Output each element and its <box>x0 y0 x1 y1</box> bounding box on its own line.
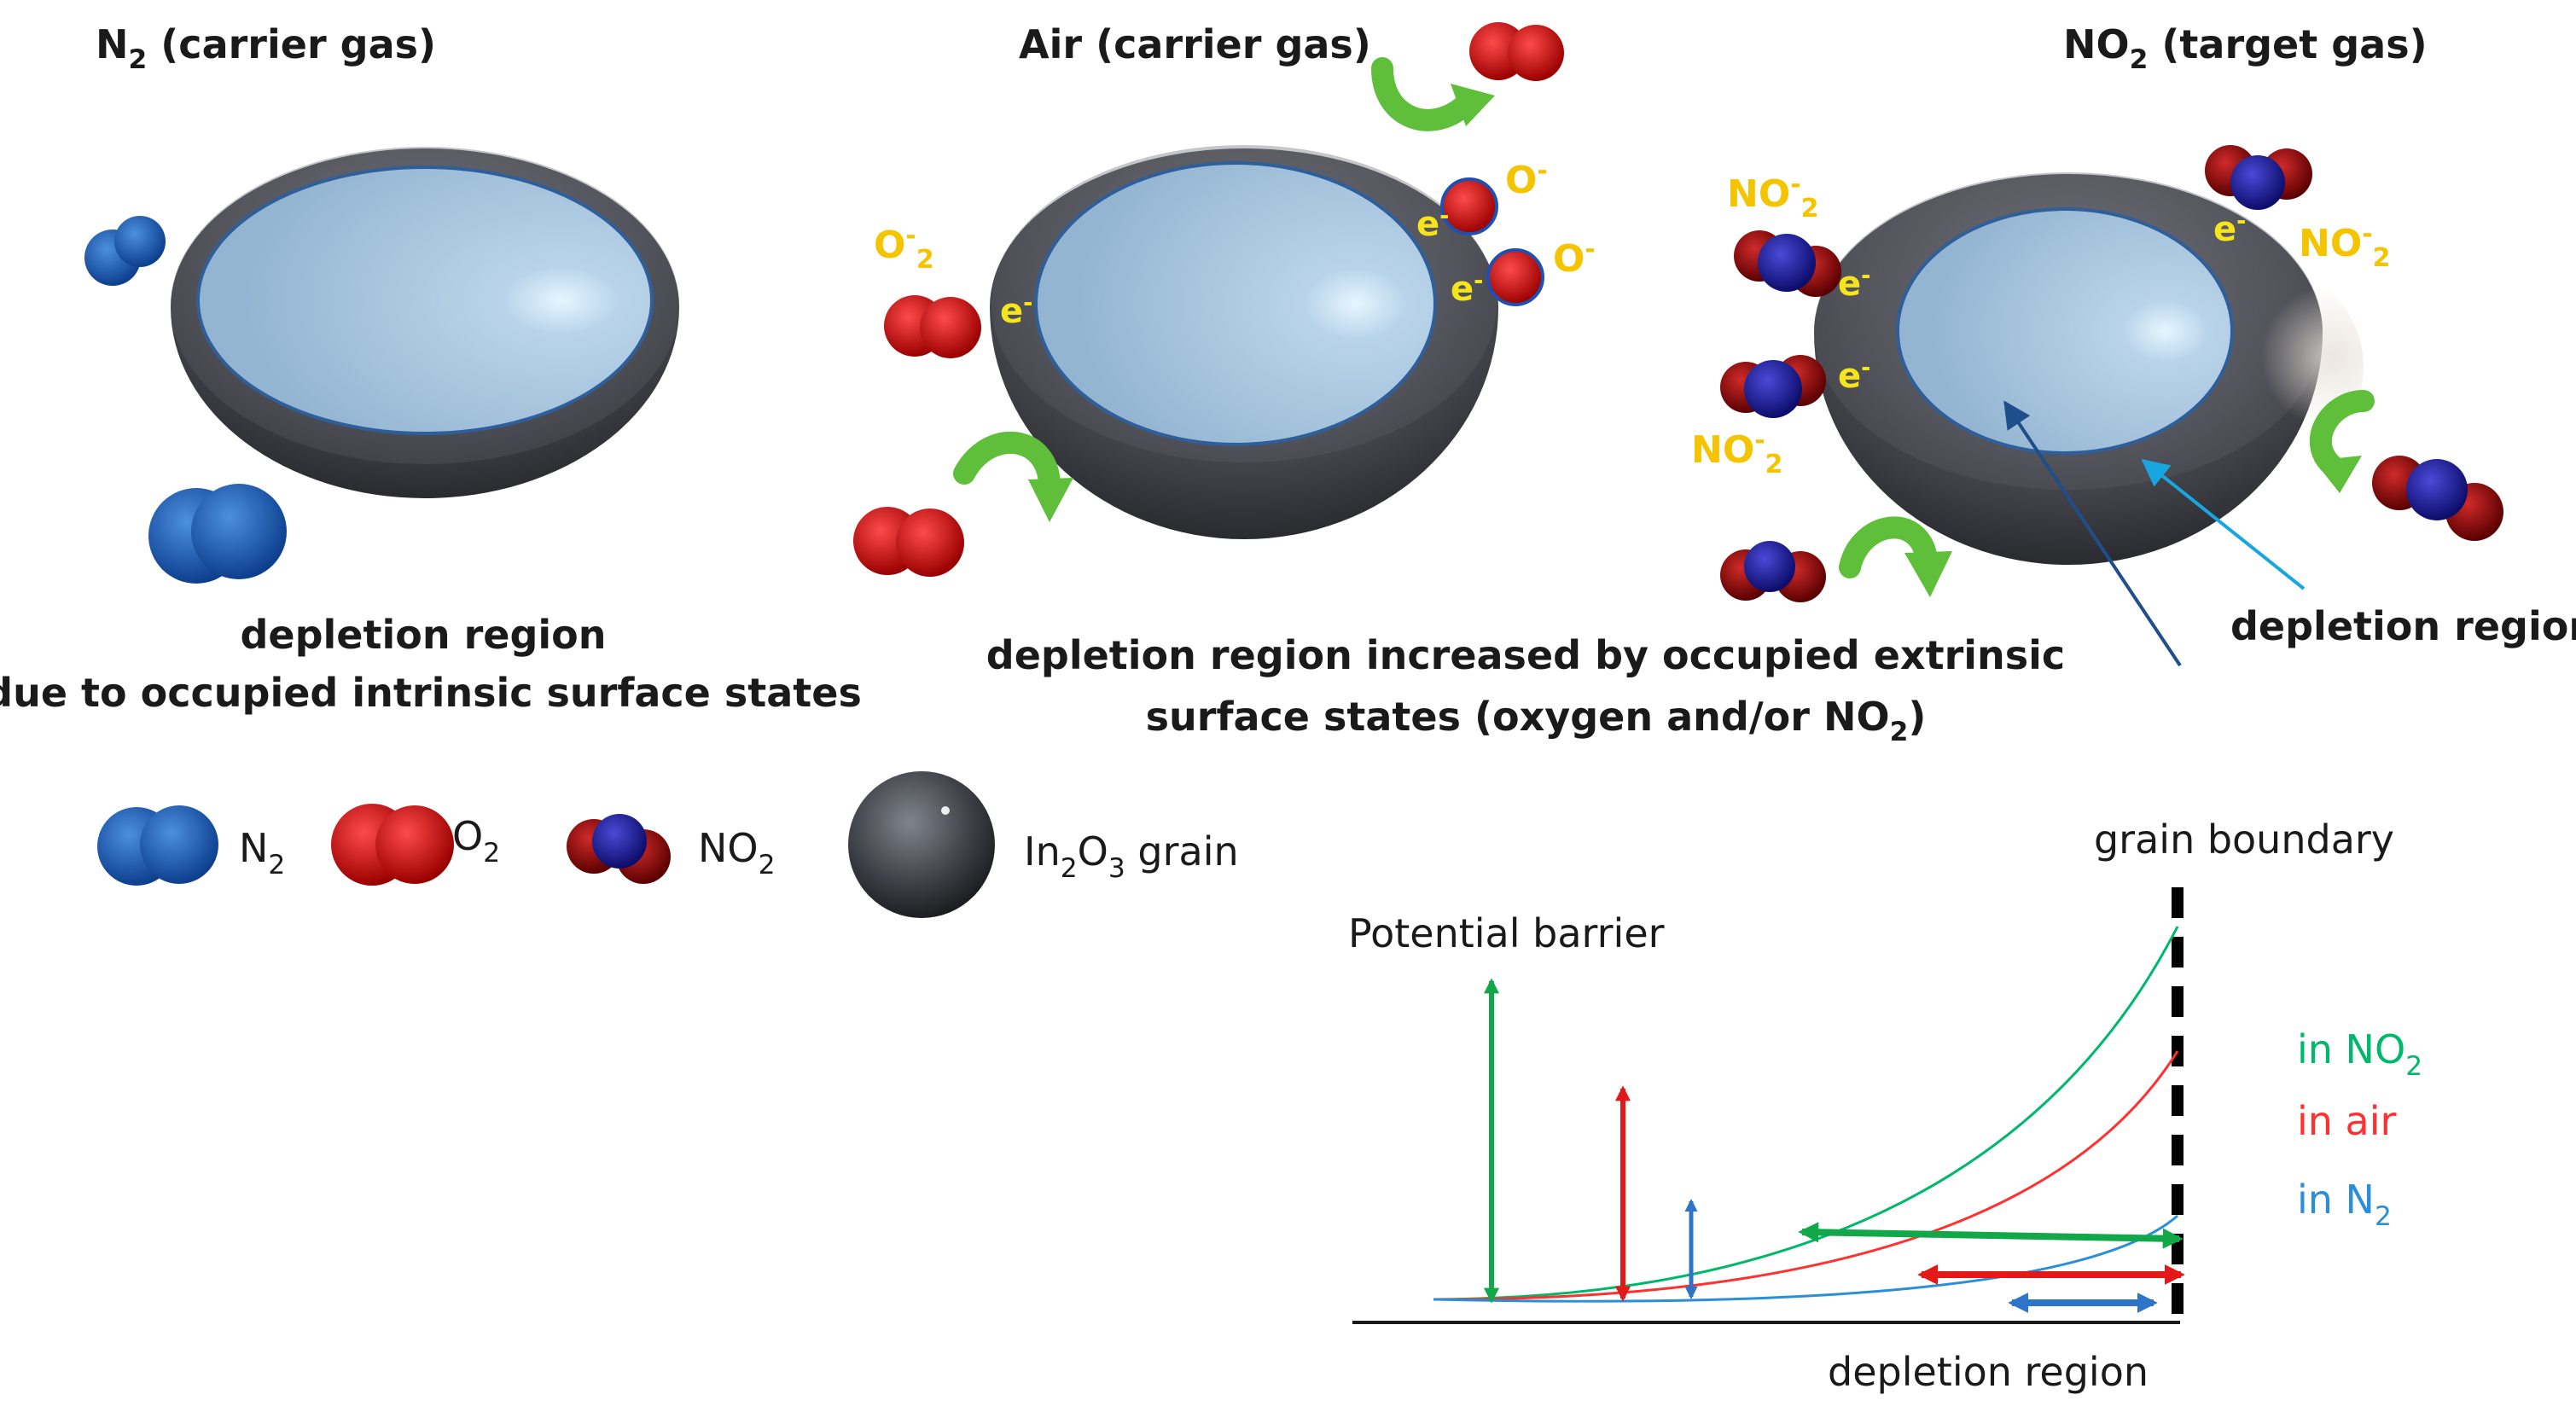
o-ion-atom <box>1486 248 1544 306</box>
electron-label: e- <box>2213 208 2246 249</box>
legend-no2-icon <box>567 814 671 884</box>
no2-molecule <box>2205 145 2312 210</box>
panel-n2-title: N2 (carrier gas) <box>96 21 436 75</box>
curve-air <box>1433 1050 2179 1301</box>
grain-hemisphere-no2 <box>1814 172 2364 565</box>
electron-label: e- <box>1000 290 1032 331</box>
electron-label: e- <box>1451 268 1483 309</box>
curve-no2 <box>1433 926 2179 1301</box>
grain-hemisphere-air <box>990 145 1498 539</box>
o-ion-label: O- <box>1553 235 1596 281</box>
legend-series-air: in air <box>2297 1098 2397 1144</box>
no2-ion-label: NO-2 <box>2299 219 2390 273</box>
panel-no2-title: NO2 (target gas) <box>2063 21 2428 75</box>
n2-molecule <box>84 216 166 286</box>
legend-o2-label: O2 <box>452 813 500 869</box>
potential-plot: grain boundary Potential barrier depleti… <box>1348 816 2422 1395</box>
legend-n2-label: N2 <box>239 825 285 880</box>
legend-o2-icon <box>331 804 454 886</box>
legend: N2 O2 NO2 In2O3 grain <box>97 771 1239 918</box>
panel-no2-depletion-label: depletion region <box>2230 603 2576 649</box>
electron-label: e- <box>1838 263 1870 304</box>
shared-caption-line1: depletion region increased by occupied e… <box>986 632 2065 678</box>
adsorption-arrow <box>1839 516 1938 578</box>
adsorption-arrow <box>953 431 1061 497</box>
o-ion-atom <box>1440 177 1498 235</box>
legend-grain-label: In2O3 grain <box>1024 828 1239 884</box>
no2-ion-label: NO-2 <box>1691 426 1782 479</box>
no2-molecule <box>1734 230 1841 297</box>
depletion-width-arrow-no2 <box>1798 1222 2183 1249</box>
panel-n2-caption-line1: depletion region <box>240 612 606 658</box>
no2-molecule <box>2372 456 2503 541</box>
no2-molecule <box>1720 355 1826 418</box>
legend-series-n2: in N2 <box>2297 1177 2392 1232</box>
curve-n2 <box>1433 1214 2178 1303</box>
adsorption-arrow <box>2309 390 2375 479</box>
o2-molecule <box>884 295 981 358</box>
panel-air-title: Air (carrier gas) <box>1019 21 1371 67</box>
panel-n2-caption-line2: due to occupied intrinsic surface states <box>0 670 862 716</box>
legend-grain-icon <box>848 771 995 918</box>
electron-label: e- <box>1416 203 1449 244</box>
electron-label: e- <box>1838 355 1870 396</box>
plot-depletion-label: depletion region <box>1828 1349 2149 1395</box>
legend-no2-label: NO2 <box>698 825 776 880</box>
legend-series-no2: in NO2 <box>2297 1026 2422 1082</box>
n2-molecule <box>148 484 287 584</box>
depletion-pointer-arrow <box>2141 459 2306 590</box>
shared-caption-line2: surface states (oxygen and/or NO2) <box>1146 694 1927 747</box>
desorption-arrow <box>1371 57 1479 131</box>
o-ion-label: O- <box>1505 156 1548 202</box>
o2-molecule <box>853 507 964 577</box>
panel-n2: N2 (carrier gas) depletion region due to… <box>0 21 862 716</box>
no2-ion-label: NO-2 <box>1727 170 1818 224</box>
panel-air: Air (carrier gas) O- O- e- e- O-2 e- <box>853 21 1596 577</box>
no2-molecule <box>1720 541 1826 602</box>
panel-no2: NO2 (target gas) <box>1691 21 2576 667</box>
grain-boundary-label: grain boundary <box>2094 816 2394 863</box>
potential-barrier-label: Potential barrier <box>1348 910 1665 956</box>
o2-ion-label: O-2 <box>874 221 934 275</box>
legend-n2-icon <box>97 805 218 886</box>
grain-hemisphere-n2 <box>171 147 679 498</box>
o2-molecule <box>1469 22 1564 81</box>
depletion-pointer-arrow <box>2003 400 2182 667</box>
